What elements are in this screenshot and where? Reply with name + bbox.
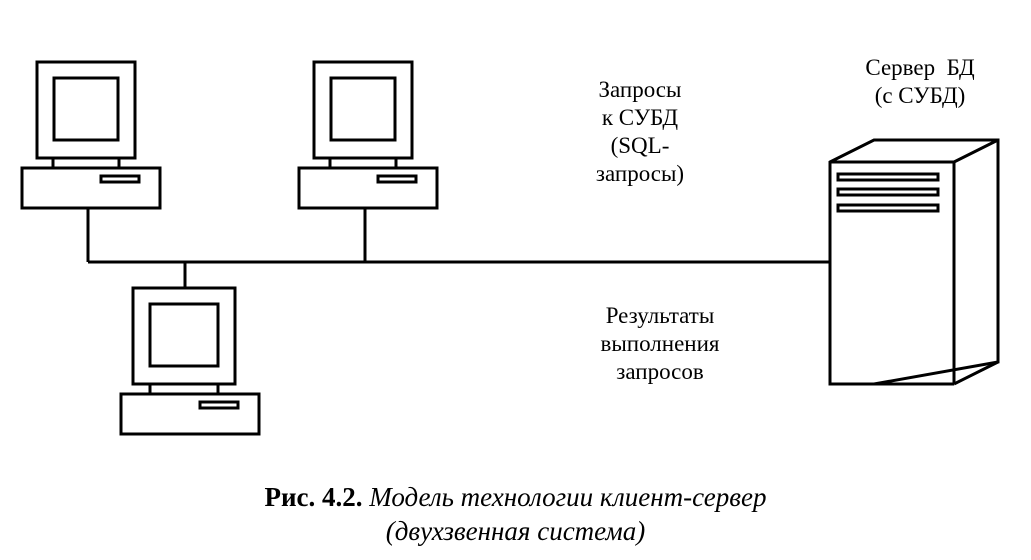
client-server-diagram: [20, 60, 1000, 436]
network-line: [86, 208, 830, 288]
client-computer-1: [20, 60, 162, 210]
db-server: [828, 138, 1000, 386]
results-label: Результаты выполнения запросов: [600, 303, 720, 384]
server-label: Сервер БД (с СУБД): [865, 55, 975, 108]
client-computer-2: [297, 60, 439, 210]
figure-title: Модель технологии клиент-сервер: [369, 482, 767, 512]
figure-number: Рис. 4.2.: [264, 482, 363, 512]
figure-subtitle: (двухзвенная система): [385, 516, 646, 546]
client-computer-3: [119, 286, 261, 436]
requests-label: Запросы к СУБД (SQL- запросы): [595, 77, 685, 186]
figure-caption: Рис. 4.2. Модель технологии клиент-серве…: [0, 480, 1031, 548]
